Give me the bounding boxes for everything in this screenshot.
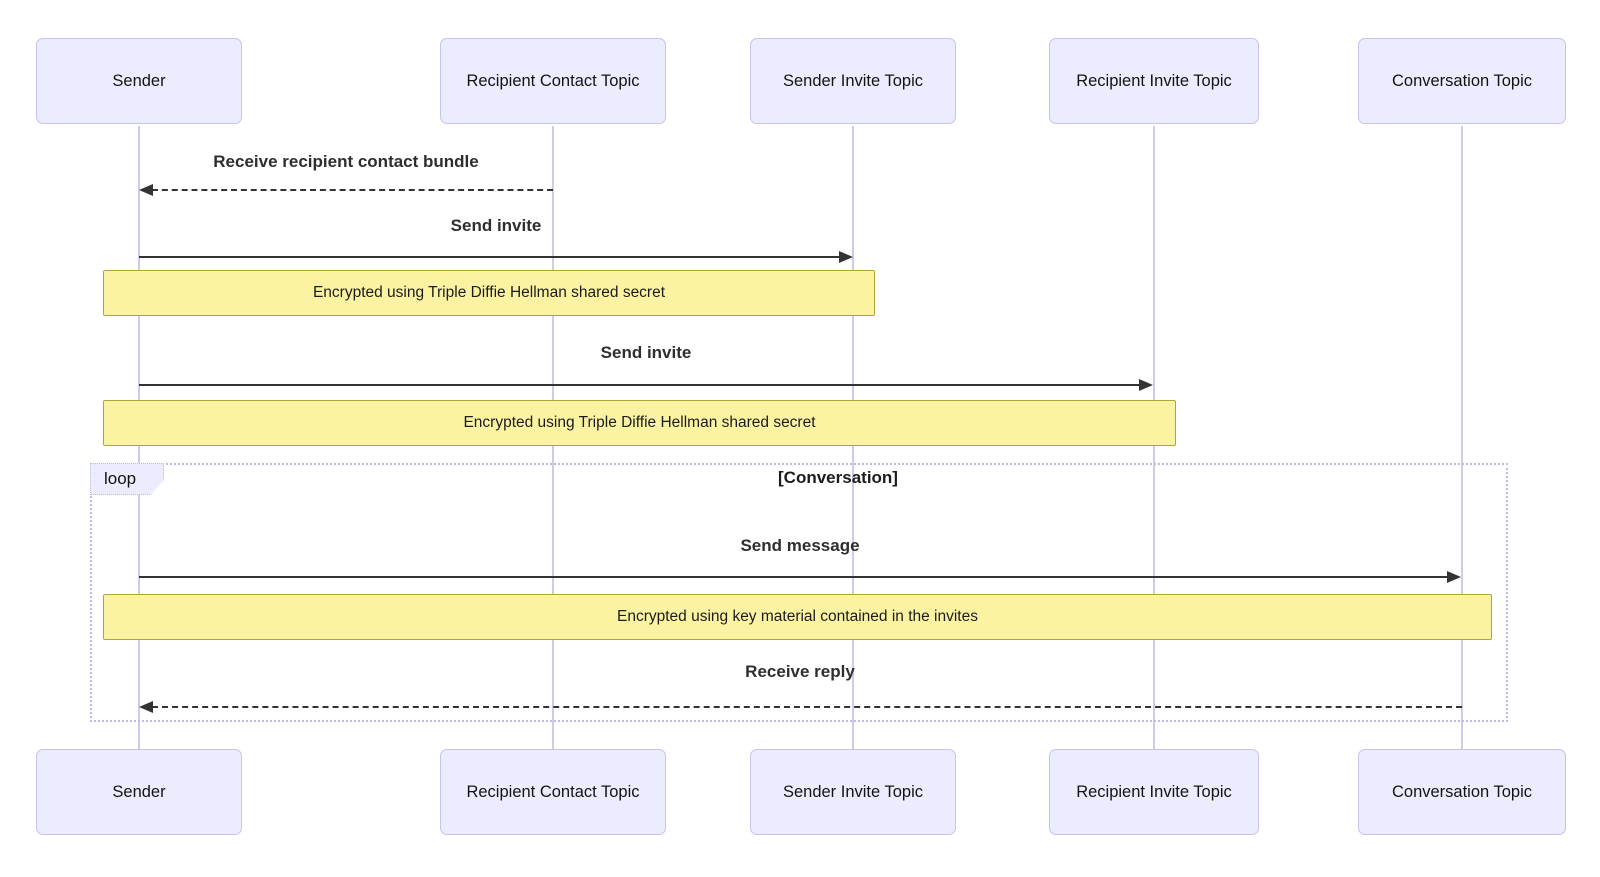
note-text: Encrypted using key material contained i…	[616, 608, 978, 625]
participant-label: Recipient Invite Topic	[1076, 71, 1232, 90]
participant-label: Recipient Contact Topic	[466, 782, 640, 801]
message-label-send-invite-2: Send invite	[600, 343, 692, 362]
message-line-send-message	[139, 576, 1448, 578]
participant-label: Sender	[112, 782, 166, 801]
message-label-receive-recipient-contact-bundle: Receive recipient contact bundle	[213, 152, 479, 171]
note-triple-diffie-hellman-2: Encrypted using Triple Diffie Hellman sh…	[103, 400, 1176, 446]
arrowhead-right-icon	[1139, 379, 1153, 391]
participant-label: Recipient Invite Topic	[1076, 782, 1232, 801]
participant-recipient-invite-topic-top: Recipient Invite Topic	[1049, 38, 1259, 124]
arrowhead-right-icon	[839, 251, 853, 263]
participant-conversation-topic-bottom: Conversation Topic	[1358, 749, 1566, 835]
loop-frame	[90, 463, 1508, 722]
loop-title: [Conversation]	[778, 468, 898, 487]
participant-label: Sender	[112, 71, 166, 90]
message-line-send-invite-1	[139, 256, 840, 258]
arrowhead-left-icon	[139, 184, 153, 196]
message-label-send-invite-1: Send invite	[450, 216, 542, 235]
participant-sender-invite-topic-bottom: Sender Invite Topic	[750, 749, 956, 835]
participant-recipient-invite-topic-bottom: Recipient Invite Topic	[1049, 749, 1259, 835]
note-text: Encrypted using Triple Diffie Hellman sh…	[312, 284, 666, 301]
note-key-material: Encrypted using key material contained i…	[103, 594, 1492, 640]
message-line-send-invite-2	[139, 384, 1140, 386]
participant-sender-invite-topic-top: Sender Invite Topic	[750, 38, 956, 124]
message-line-receive-recipient-contact-bundle	[152, 189, 553, 191]
message-label-send-message: Send message	[740, 536, 860, 555]
message-line-receive-reply	[152, 706, 1462, 708]
participant-label: Conversation Topic	[1391, 71, 1533, 90]
loop-label-text: loop	[104, 469, 137, 488]
participant-recipient-contact-topic-bottom: Recipient Contact Topic	[440, 749, 666, 835]
participant-label: Recipient Contact Topic	[466, 71, 640, 90]
participant-recipient-contact-topic-top: Recipient Contact Topic	[440, 38, 666, 124]
arrowhead-left-icon	[139, 701, 153, 713]
participant-label: Conversation Topic	[1391, 782, 1533, 801]
participant-label: Sender Invite Topic	[782, 71, 924, 90]
participant-sender-top: Sender	[36, 38, 242, 124]
participant-conversation-topic-top: Conversation Topic	[1358, 38, 1566, 124]
note-triple-diffie-hellman-1: Encrypted using Triple Diffie Hellman sh…	[103, 270, 875, 316]
participant-sender-bottom: Sender	[36, 749, 242, 835]
note-text: Encrypted using Triple Diffie Hellman sh…	[463, 414, 816, 431]
participant-label: Sender Invite Topic	[782, 782, 924, 801]
lifeline-conversation-topic	[1461, 126, 1463, 749]
arrowhead-right-icon	[1447, 571, 1461, 583]
message-label-receive-reply: Receive reply	[745, 662, 855, 681]
loop-label: loop	[90, 463, 164, 495]
